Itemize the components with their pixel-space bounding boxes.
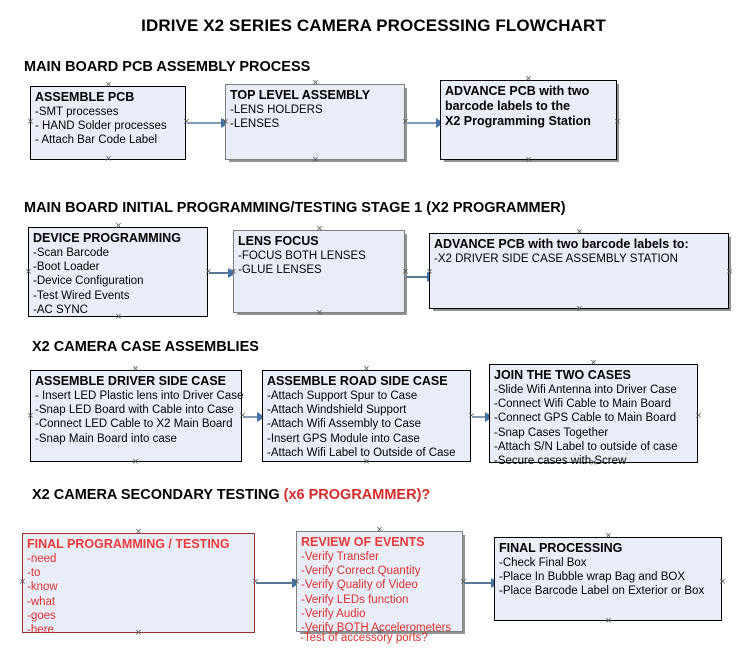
box-line: -Connect Wifi Cable to Main Board bbox=[494, 398, 672, 410]
box-line: -FOCUS BOTH LENSES bbox=[238, 249, 366, 262]
box-advance-pcb-programming-station[interactable]: ADVANCE PCB with two barcode labels to t… bbox=[440, 80, 617, 160]
box-title: JOIN THE TWO CASES bbox=[494, 368, 631, 382]
box-line: -Attach Wifi Assembly to Case bbox=[267, 418, 422, 431]
box-line: - HAND Solder processes bbox=[35, 120, 167, 132]
connector-driver-side-to-road-side bbox=[243, 416, 261, 418]
section-heading-x2-camera-secondary-testing: X2 CAMERA SECONDARY TESTING (x6 PROGRAMM… bbox=[32, 487, 430, 503]
box-title: ASSEMBLE PCB bbox=[35, 90, 135, 104]
box-line: -here bbox=[27, 624, 54, 636]
box-line: -Attach Support Spur to Case bbox=[267, 389, 418, 402]
box-line: -Snap Main Board into case bbox=[35, 432, 177, 445]
box-lens-focus[interactable]: LENS FOCUS -FOCUS BOTH LENSES -GLUE LENS… bbox=[233, 230, 405, 313]
page-title: IDRIVE X2 SERIES CAMERA PROCESSING FLOWC… bbox=[141, 16, 606, 35]
box-final-processing[interactable]: FINAL PROCESSING -Check Final Box -Place… bbox=[494, 537, 722, 621]
box-line: -LENS HOLDERS bbox=[230, 103, 323, 116]
connector-assemble-pcb-to-top-level bbox=[187, 122, 223, 124]
section-heading-main-board-initial-programming: MAIN BOARD INITIAL PROGRAMMING/TESTING S… bbox=[24, 200, 566, 216]
section-heading-text: X2 CAMERA CASE ASSEMBLIES bbox=[32, 339, 259, 355]
box-join-the-two-cases[interactable]: JOIN THE TWO CASES -Slide Wifi Antenna i… bbox=[489, 364, 698, 467]
box-title: ASSEMBLE DRIVER SIDE CASE bbox=[35, 374, 227, 388]
arrow-head-icon bbox=[257, 412, 265, 422]
box-assemble-road-side-case[interactable]: ASSEMBLE ROAD SIDE CASE -Attach Support … bbox=[262, 370, 471, 462]
box-title: DEVICE PROGRAMMING bbox=[33, 231, 181, 245]
box-assemble-pcb[interactable]: ASSEMBLE PCB -SMT processes - HAND Solde… bbox=[30, 86, 186, 160]
arrow-head-icon bbox=[228, 268, 236, 278]
connector-device-programming-to-lens-focus bbox=[209, 272, 231, 274]
box-title: REVIEW OF EVENTS bbox=[301, 535, 425, 549]
connector-top-level-to-advance-pcb bbox=[406, 122, 439, 124]
box-title: FINAL PROGRAMMING / TESTING bbox=[27, 537, 230, 551]
section-heading-text: X2 CAMERA SECONDARY TESTING bbox=[32, 487, 284, 503]
box-title: LENS FOCUS bbox=[238, 234, 319, 248]
box-line: -Snap LED Board with Cable into Case bbox=[35, 404, 234, 416]
box-line: -Verify LEDs function bbox=[301, 593, 409, 606]
box-line: -Verify Correct Quantity bbox=[301, 565, 421, 577]
box-line: -Boot Loader bbox=[33, 261, 100, 273]
box-line: -goes bbox=[27, 609, 56, 622]
box-title: ADVANCE PCB with two barcode labels to: bbox=[434, 237, 689, 251]
connector-road-side-to-join-cases bbox=[472, 416, 488, 418]
box-final-programming-testing[interactable]: FINAL PROGRAMMING / TESTING -need -to -k… bbox=[22, 533, 255, 636]
box-line: -Test Wired Events bbox=[33, 289, 130, 302]
box-line: -Attach Windshield Support bbox=[267, 404, 407, 416]
box-line: -need bbox=[27, 552, 57, 565]
box-device-programming[interactable]: DEVICE PROGRAMMING -Scan Barcode -Boot L… bbox=[28, 227, 208, 317]
section-heading-red-suffix: (x6 PROGRAMMER)? bbox=[283, 487, 431, 503]
box-line: -Attach S/N Label to outside of case bbox=[494, 440, 678, 453]
box-line: -Scan Barcode bbox=[33, 246, 110, 259]
box-line: -LENSES bbox=[230, 118, 280, 130]
box-line: -Snap Cases Together bbox=[494, 426, 609, 439]
box-review-of-events[interactable]: REVIEW OF EVENTS -Verify Transfer -Verif… bbox=[296, 531, 463, 634]
box-line: -to bbox=[27, 567, 41, 579]
box-line: -Place In Bubble wrap Bag and BOX bbox=[499, 571, 686, 583]
box-title: FINAL PROCESSING bbox=[499, 541, 623, 555]
box-line: -Secure cases with Screw bbox=[494, 455, 627, 467]
box-line: -Insert GPS Module into Case bbox=[267, 432, 420, 445]
box-title-line-3: X2 Programming Station bbox=[445, 113, 591, 128]
box-line: -what bbox=[27, 595, 56, 608]
box-top-level-assembly[interactable]: TOP LEVEL ASSEMBLY -LENS HOLDERS -LENSES bbox=[225, 84, 405, 160]
box-line: -GLUE LENSES bbox=[238, 264, 322, 276]
section-heading-x2-camera-case-assemblies: X2 CAMERA CASE ASSEMBLIES bbox=[32, 339, 259, 355]
box-overflow-line-review-of-events: -Test of accessory ports? bbox=[300, 632, 428, 644]
box-line: -Place Barcode Label on Exterior or Box bbox=[499, 585, 705, 598]
box-line: - Attach Bar Code Label bbox=[35, 134, 158, 147]
box-line: -Slide Wifi Antenna into Driver Case bbox=[494, 383, 677, 396]
box-line: -Verify BOTH Accelerometers bbox=[301, 622, 452, 634]
box-assemble-driver-side-case[interactable]: ASSEMBLE DRIVER SIDE CASE - Insert LED P… bbox=[30, 370, 244, 462]
box-title-line-2: barcode labels to the bbox=[445, 98, 571, 113]
connector-final-programming-to-review-of-events bbox=[256, 582, 295, 584]
box-line: -Verify Audio bbox=[301, 607, 366, 620]
box-line: -SMT processes bbox=[35, 105, 119, 118]
box-line: -Verify Quality of Video bbox=[301, 579, 418, 592]
connector-lens-focus-to-advance-pcb bbox=[406, 276, 430, 278]
section-heading-text: MAIN BOARD PCB ASSEMBLY PROCESS bbox=[24, 59, 311, 75]
box-line: -Connect LED Cable to X2 Main Board bbox=[35, 418, 233, 431]
box-line: -AC SYNC bbox=[33, 303, 88, 316]
box-line: -Connect GPS Cable to Main Board bbox=[494, 412, 677, 425]
box-line: -Verify Transfer bbox=[301, 550, 379, 563]
box-title: ASSEMBLE ROAD SIDE CASE bbox=[267, 374, 448, 388]
box-title: ADVANCE PCB with two bbox=[445, 84, 590, 98]
connector-review-of-events-to-final-processing bbox=[464, 582, 494, 584]
box-advance-pcb-driver-side-station[interactable]: ADVANCE PCB with two barcode labels to: … bbox=[429, 233, 729, 309]
box-line: -Device Configuration bbox=[33, 275, 144, 288]
section-heading-main-board-pcb-assembly: MAIN BOARD PCB ASSEMBLY PROCESS bbox=[24, 59, 310, 75]
section-heading-text: MAIN BOARD INITIAL PROGRAMMING/TESTING S… bbox=[24, 200, 566, 216]
box-line: -know bbox=[27, 581, 58, 594]
box-title: TOP LEVEL ASSEMBLY bbox=[230, 88, 371, 102]
box-line: -X2 DRIVER SIDE CASE ASSEMBLY STATION bbox=[434, 252, 678, 265]
box-line: -Attach Wifi Label to Outside of Case bbox=[267, 446, 456, 459]
box-line: - Insert LED Plastic lens into Driver Ca… bbox=[35, 389, 244, 402]
box-line: -Check Final Box bbox=[499, 556, 587, 569]
